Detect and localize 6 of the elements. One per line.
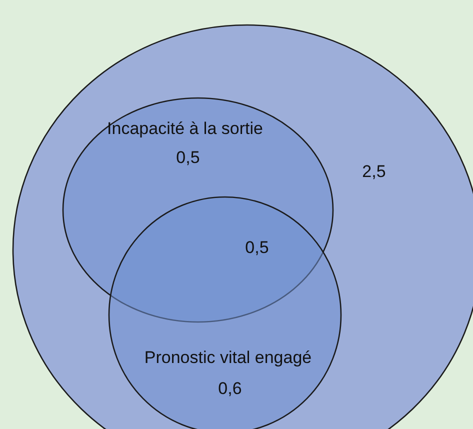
region-value: 0,5	[176, 148, 200, 168]
set-label: Pronostic vital engagé	[144, 348, 312, 368]
region-value: 0,5	[245, 238, 269, 258]
region-value: 2,5	[362, 162, 386, 182]
set-label: Incapacité à la sortie	[107, 119, 263, 139]
region-value: 0,6	[218, 379, 242, 399]
